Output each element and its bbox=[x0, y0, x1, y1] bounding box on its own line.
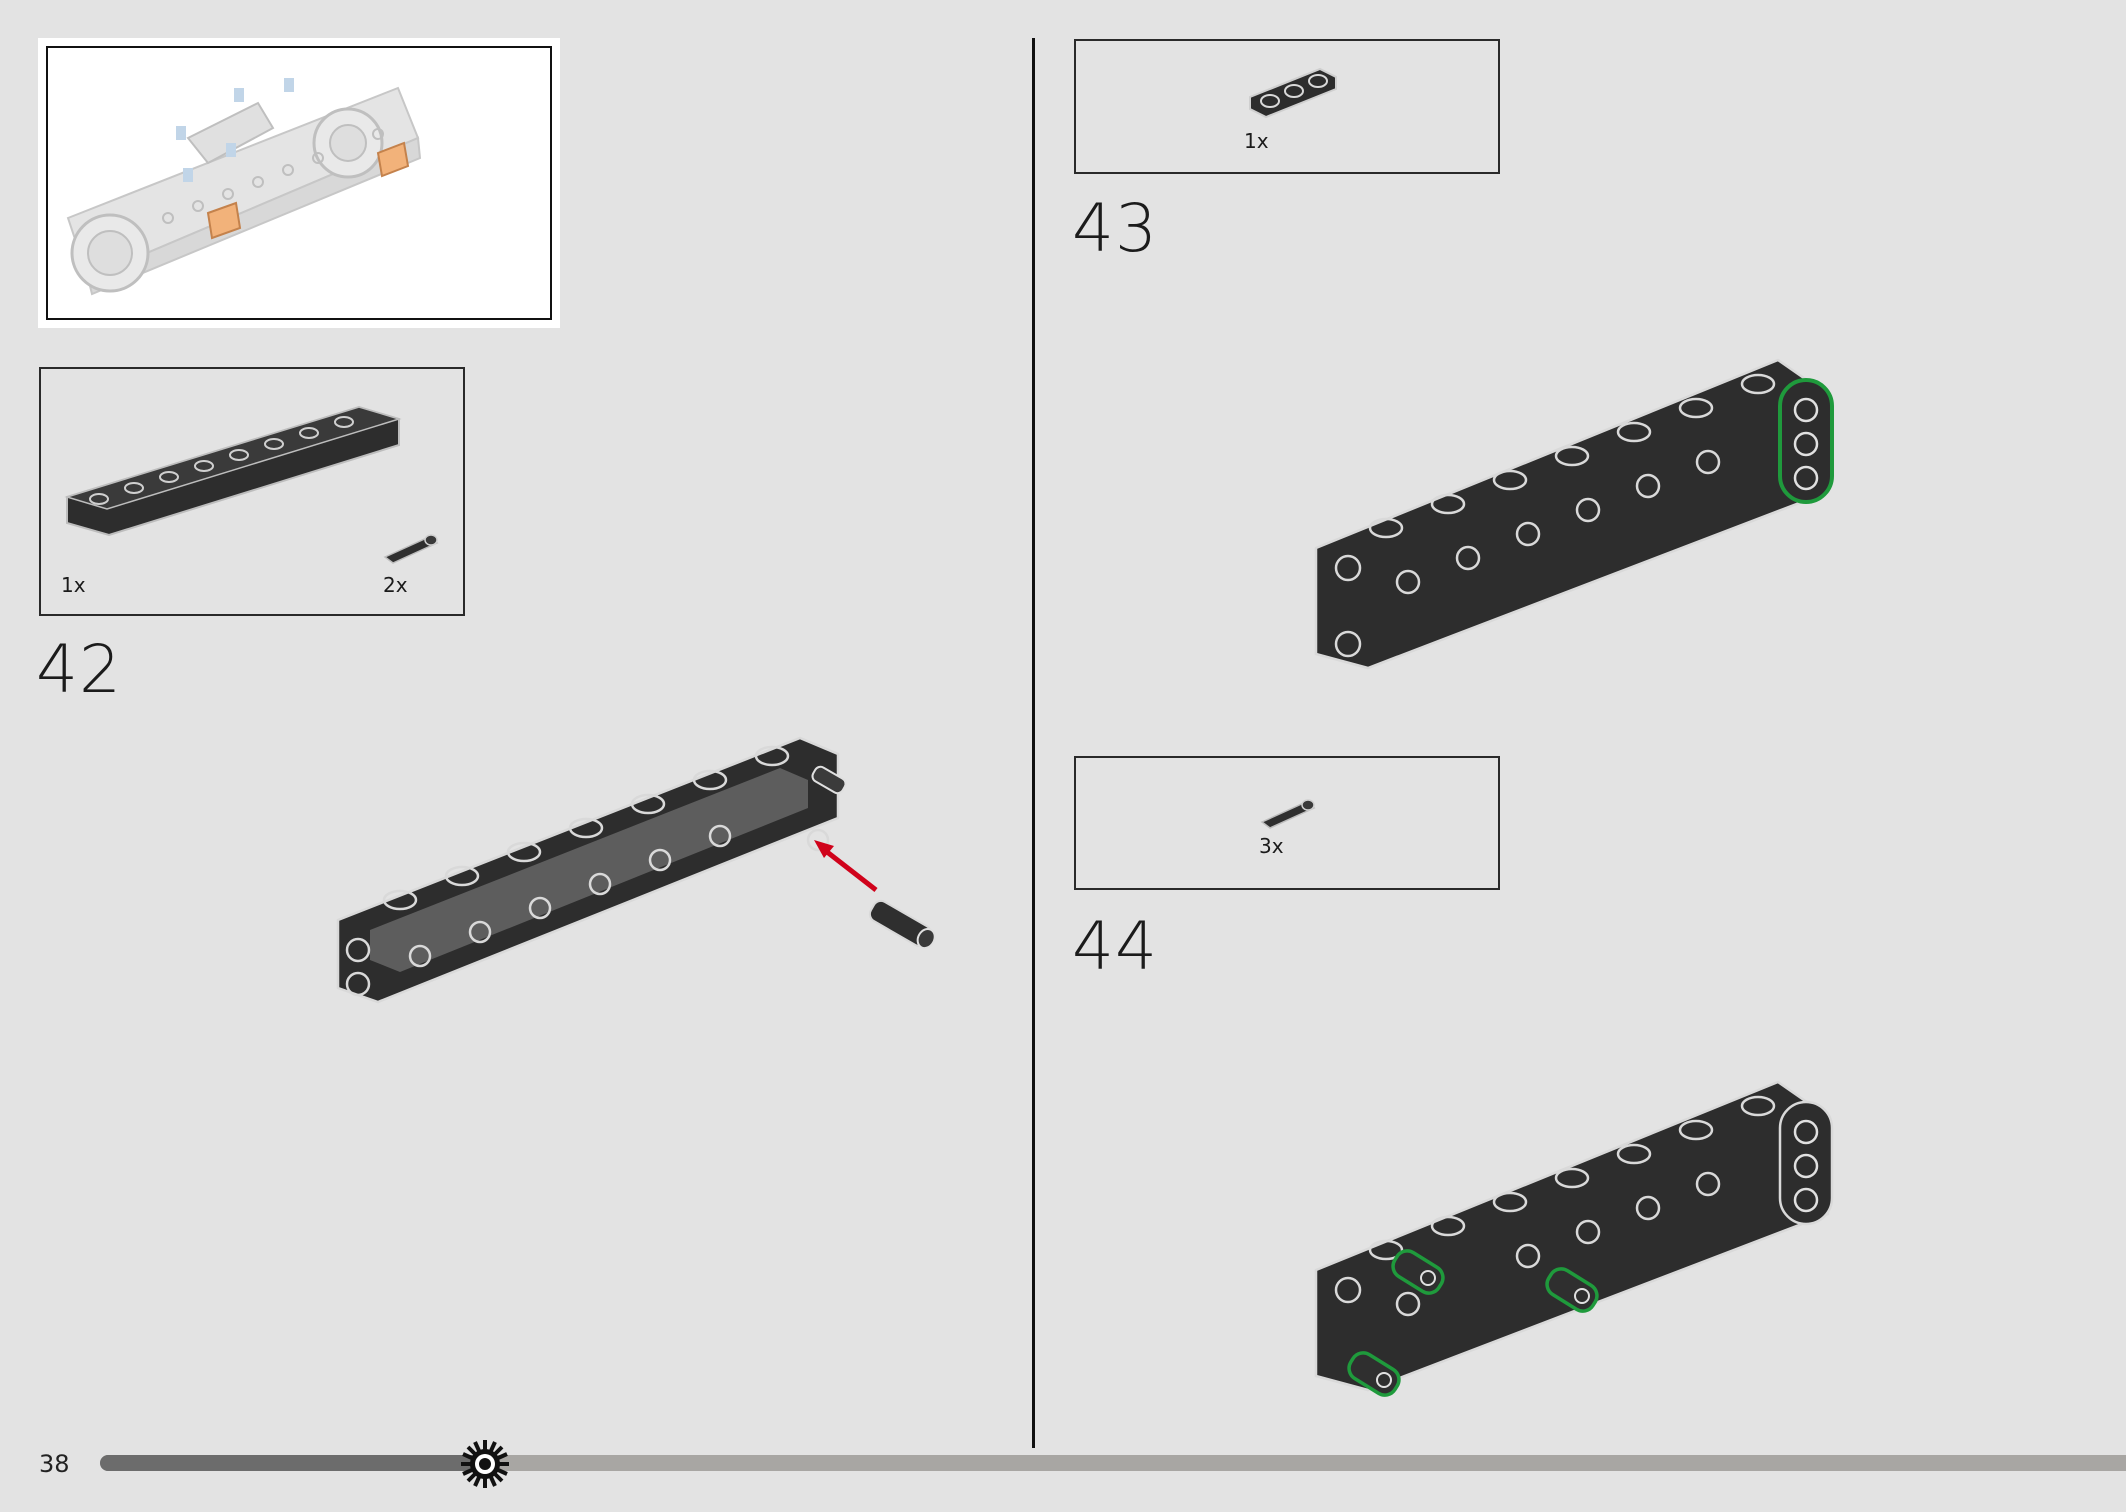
pin-highlight bbox=[1347, 1249, 1599, 1397]
submodel-preview-frame bbox=[46, 46, 552, 320]
step-42-assembly-image bbox=[336, 736, 936, 1004]
submodel-preview bbox=[38, 38, 560, 328]
step-43-parts-box: 1x bbox=[1074, 39, 1500, 174]
step-44-part-1-qty: 3x bbox=[1259, 834, 1284, 858]
step-44-number: 44 bbox=[1072, 908, 1158, 985]
step-44-parts-box: 3x bbox=[1074, 756, 1500, 890]
step-42-number: 42 bbox=[36, 631, 122, 708]
gear-icon bbox=[461, 1440, 509, 1488]
model-preview-image bbox=[66, 78, 422, 296]
step-42-part-1-qty: 1x bbox=[61, 573, 86, 597]
pin-part-image bbox=[1260, 799, 1316, 829]
pin-part-image bbox=[383, 534, 439, 564]
step-44-assembly-image bbox=[1314, 1080, 1834, 1397]
frame-beam-part-image bbox=[64, 405, 402, 537]
step-42-parts-box: 1x 2x bbox=[39, 367, 465, 616]
progress-fill bbox=[100, 1455, 485, 1471]
page-number: 38 bbox=[39, 1450, 70, 1478]
step-43-assembly-image bbox=[1314, 358, 1834, 670]
step-43-part-1-qty: 1x bbox=[1244, 129, 1269, 153]
page-divider bbox=[1032, 38, 1035, 1448]
progress-track bbox=[100, 1455, 2126, 1471]
step-42-part-2-qty: 2x bbox=[383, 573, 408, 597]
beam-3-part-image bbox=[1249, 67, 1337, 119]
step-43-number: 43 bbox=[1072, 190, 1158, 267]
